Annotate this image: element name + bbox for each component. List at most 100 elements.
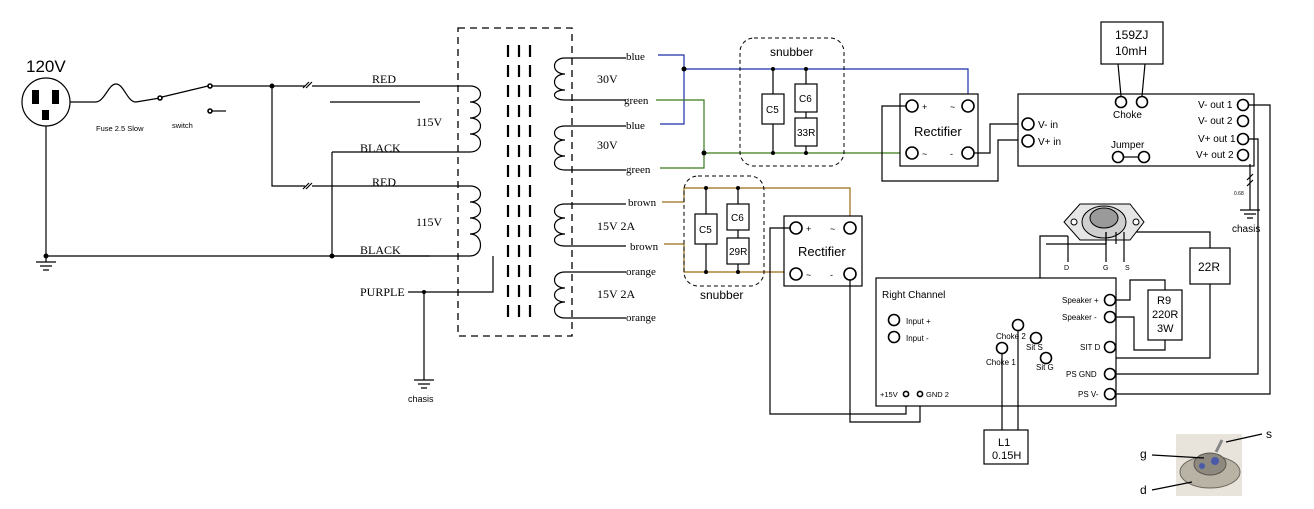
primary-black1-label: BLACK [360, 141, 401, 155]
sec-green2-label: green [626, 164, 651, 176]
svg-text:C6: C6 [799, 94, 812, 105]
transformer-outline [457, 27, 573, 337]
sec-v15b-label: 15V 2A [597, 287, 635, 301]
primary-red2-label: RED [372, 175, 396, 189]
svg-text:+15V: +15V [880, 390, 898, 399]
choke-board [1017, 93, 1255, 167]
primary-purple-label: PURPLE [360, 285, 405, 299]
svg-text:C5: C5 [699, 225, 712, 236]
svg-text:Input -: Input - [906, 334, 929, 343]
snubber-bottom-c6 [726, 203, 750, 231]
svg-text:V- out 2: V- out 2 [1198, 116, 1233, 127]
svg-text:33R: 33R [797, 128, 815, 139]
svg-text:0.68: 0.68 [1234, 191, 1244, 197]
svg-text:-: - [950, 149, 953, 159]
fuse-symbol [70, 83, 161, 103]
svg-text:C5: C5 [766, 105, 779, 116]
primary-v2-label: 115V [416, 215, 443, 229]
right-channel-board [875, 277, 1117, 407]
svg-text:V+ in: V+ in [1038, 137, 1061, 148]
svg-text:D: D [1064, 265, 1069, 272]
mains-outlet: 120V [21, 57, 71, 127]
switch-label: switch [172, 121, 193, 130]
svg-text:S: S [1125, 265, 1130, 272]
blue-wire [658, 54, 685, 125]
svg-text:Choke 2: Choke 2 [996, 332, 1026, 341]
svg-text:~: ~ [950, 102, 955, 112]
svg-text:Rectifier: Rectifier [914, 124, 962, 139]
chassis-bottom-label: chasis [408, 394, 434, 404]
svg-text:Jumper: Jumper [1111, 140, 1145, 151]
snubber-bottom-title: snubber [700, 288, 743, 302]
svg-text:Sit S: Sit S [1026, 343, 1043, 352]
svg-text:220R: 220R [1152, 309, 1178, 321]
ground-symbol-right [1240, 209, 1260, 219]
svg-text:22R: 22R [1198, 260, 1220, 274]
svg-text:Input +: Input + [906, 317, 931, 326]
svg-text:s: s [1266, 427, 1272, 441]
svg-text:3W: 3W [1157, 323, 1174, 335]
ground-symbol-left [36, 256, 56, 271]
svg-text:V+ out 2: V+ out 2 [1196, 150, 1234, 161]
svg-text:~: ~ [806, 270, 811, 280]
transistor-photo [1176, 434, 1242, 496]
switch-symbol [161, 85, 209, 98]
primary-v1-label: 115V [416, 115, 443, 129]
transistor-icon [1063, 203, 1145, 241]
svg-text:Choke 1: Choke 1 [986, 358, 1016, 367]
svg-text:+: + [806, 224, 811, 234]
svg-text:d: d [1140, 483, 1147, 497]
primary-red1-label: RED [372, 72, 396, 86]
sec-v30b-label: 30V [597, 138, 618, 152]
svg-text:~: ~ [830, 224, 835, 234]
svg-text:SIT D: SIT D [1080, 343, 1101, 352]
snubber-top-title: snubber [770, 45, 813, 59]
snubber-bottom-outline [683, 175, 765, 287]
svg-text:10mH: 10mH [1115, 44, 1147, 58]
svg-text:G: G [1103, 265, 1108, 272]
sec-orange2-label: orange [626, 312, 656, 324]
fuse-label: Fuse 2.5 Slow [96, 124, 144, 133]
chassis-right-label: chasis [1232, 224, 1260, 235]
sec-v30a-label: 30V [597, 72, 618, 86]
ground-symbol-bottom [414, 379, 434, 389]
green-wire [656, 99, 705, 169]
svg-text:Rectifier: Rectifier [798, 244, 846, 259]
sec-blue1-label: blue [626, 51, 645, 63]
primary-coil-2 [469, 185, 482, 257]
svg-text:Choke: Choke [1113, 110, 1142, 121]
mains-voltage-label: 120V [26, 57, 66, 76]
snubber-top-resistor [794, 117, 818, 147]
snubber-top-c6 [794, 83, 818, 113]
svg-text:29R: 29R [729, 247, 747, 258]
sec-blue2-label: blue [626, 120, 645, 132]
brown-wire [662, 187, 851, 228]
resistor-22r [1189, 247, 1231, 285]
sec-orange1-label: orange [626, 266, 656, 278]
svg-text:159ZJ: 159ZJ [1115, 28, 1148, 42]
svg-text:C6: C6 [731, 213, 744, 224]
svg-text:Speaker +: Speaker + [1062, 296, 1099, 305]
svg-text:-: - [830, 270, 833, 280]
svg-text:V- out 1: V- out 1 [1198, 100, 1233, 111]
svg-text:0.15H: 0.15H [992, 450, 1021, 462]
svg-text:+: + [922, 102, 927, 112]
snubber-top-outline [739, 37, 845, 167]
sec-green1-label: green [624, 95, 649, 107]
svg-text:R9: R9 [1157, 295, 1171, 307]
svg-text:GND 2: GND 2 [926, 390, 949, 399]
choke-component [1100, 21, 1164, 65]
svg-text:PS GND: PS GND [1066, 370, 1097, 379]
snubber-top-c5 [761, 93, 785, 125]
sec-brown1-label: brown [628, 197, 657, 209]
svg-text:g: g [1140, 447, 1147, 461]
primary-coil-1 [469, 85, 482, 153]
primary-black2-label: BLACK [360, 243, 401, 257]
svg-text:V+ out 1: V+ out 1 [1198, 134, 1236, 145]
snubber-bottom-c5 [694, 213, 718, 245]
inductor-l1 [983, 429, 1029, 465]
sec-v15a-label: 15V 2A [597, 219, 635, 233]
svg-text:Right Channel: Right Channel [882, 290, 945, 301]
snubber-bottom-resistor [726, 237, 750, 265]
